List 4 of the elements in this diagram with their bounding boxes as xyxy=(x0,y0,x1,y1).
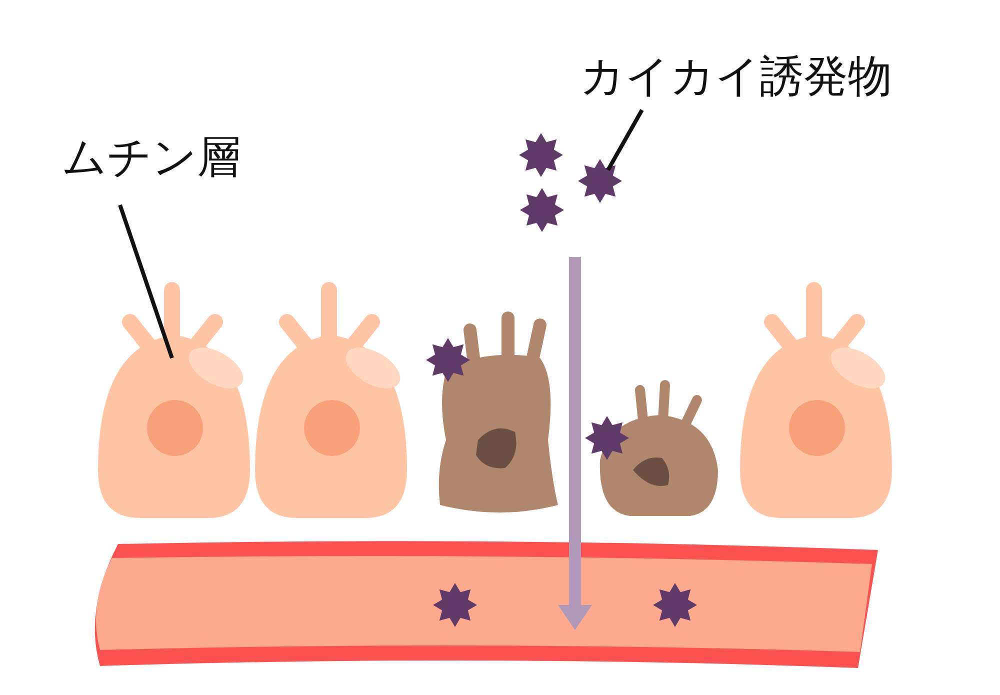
label-text: ムチン層 xyxy=(62,133,241,183)
leader-line xyxy=(118,204,174,359)
leader-line xyxy=(606,109,644,171)
label-text: カイカイ誘発物 xyxy=(580,52,892,102)
